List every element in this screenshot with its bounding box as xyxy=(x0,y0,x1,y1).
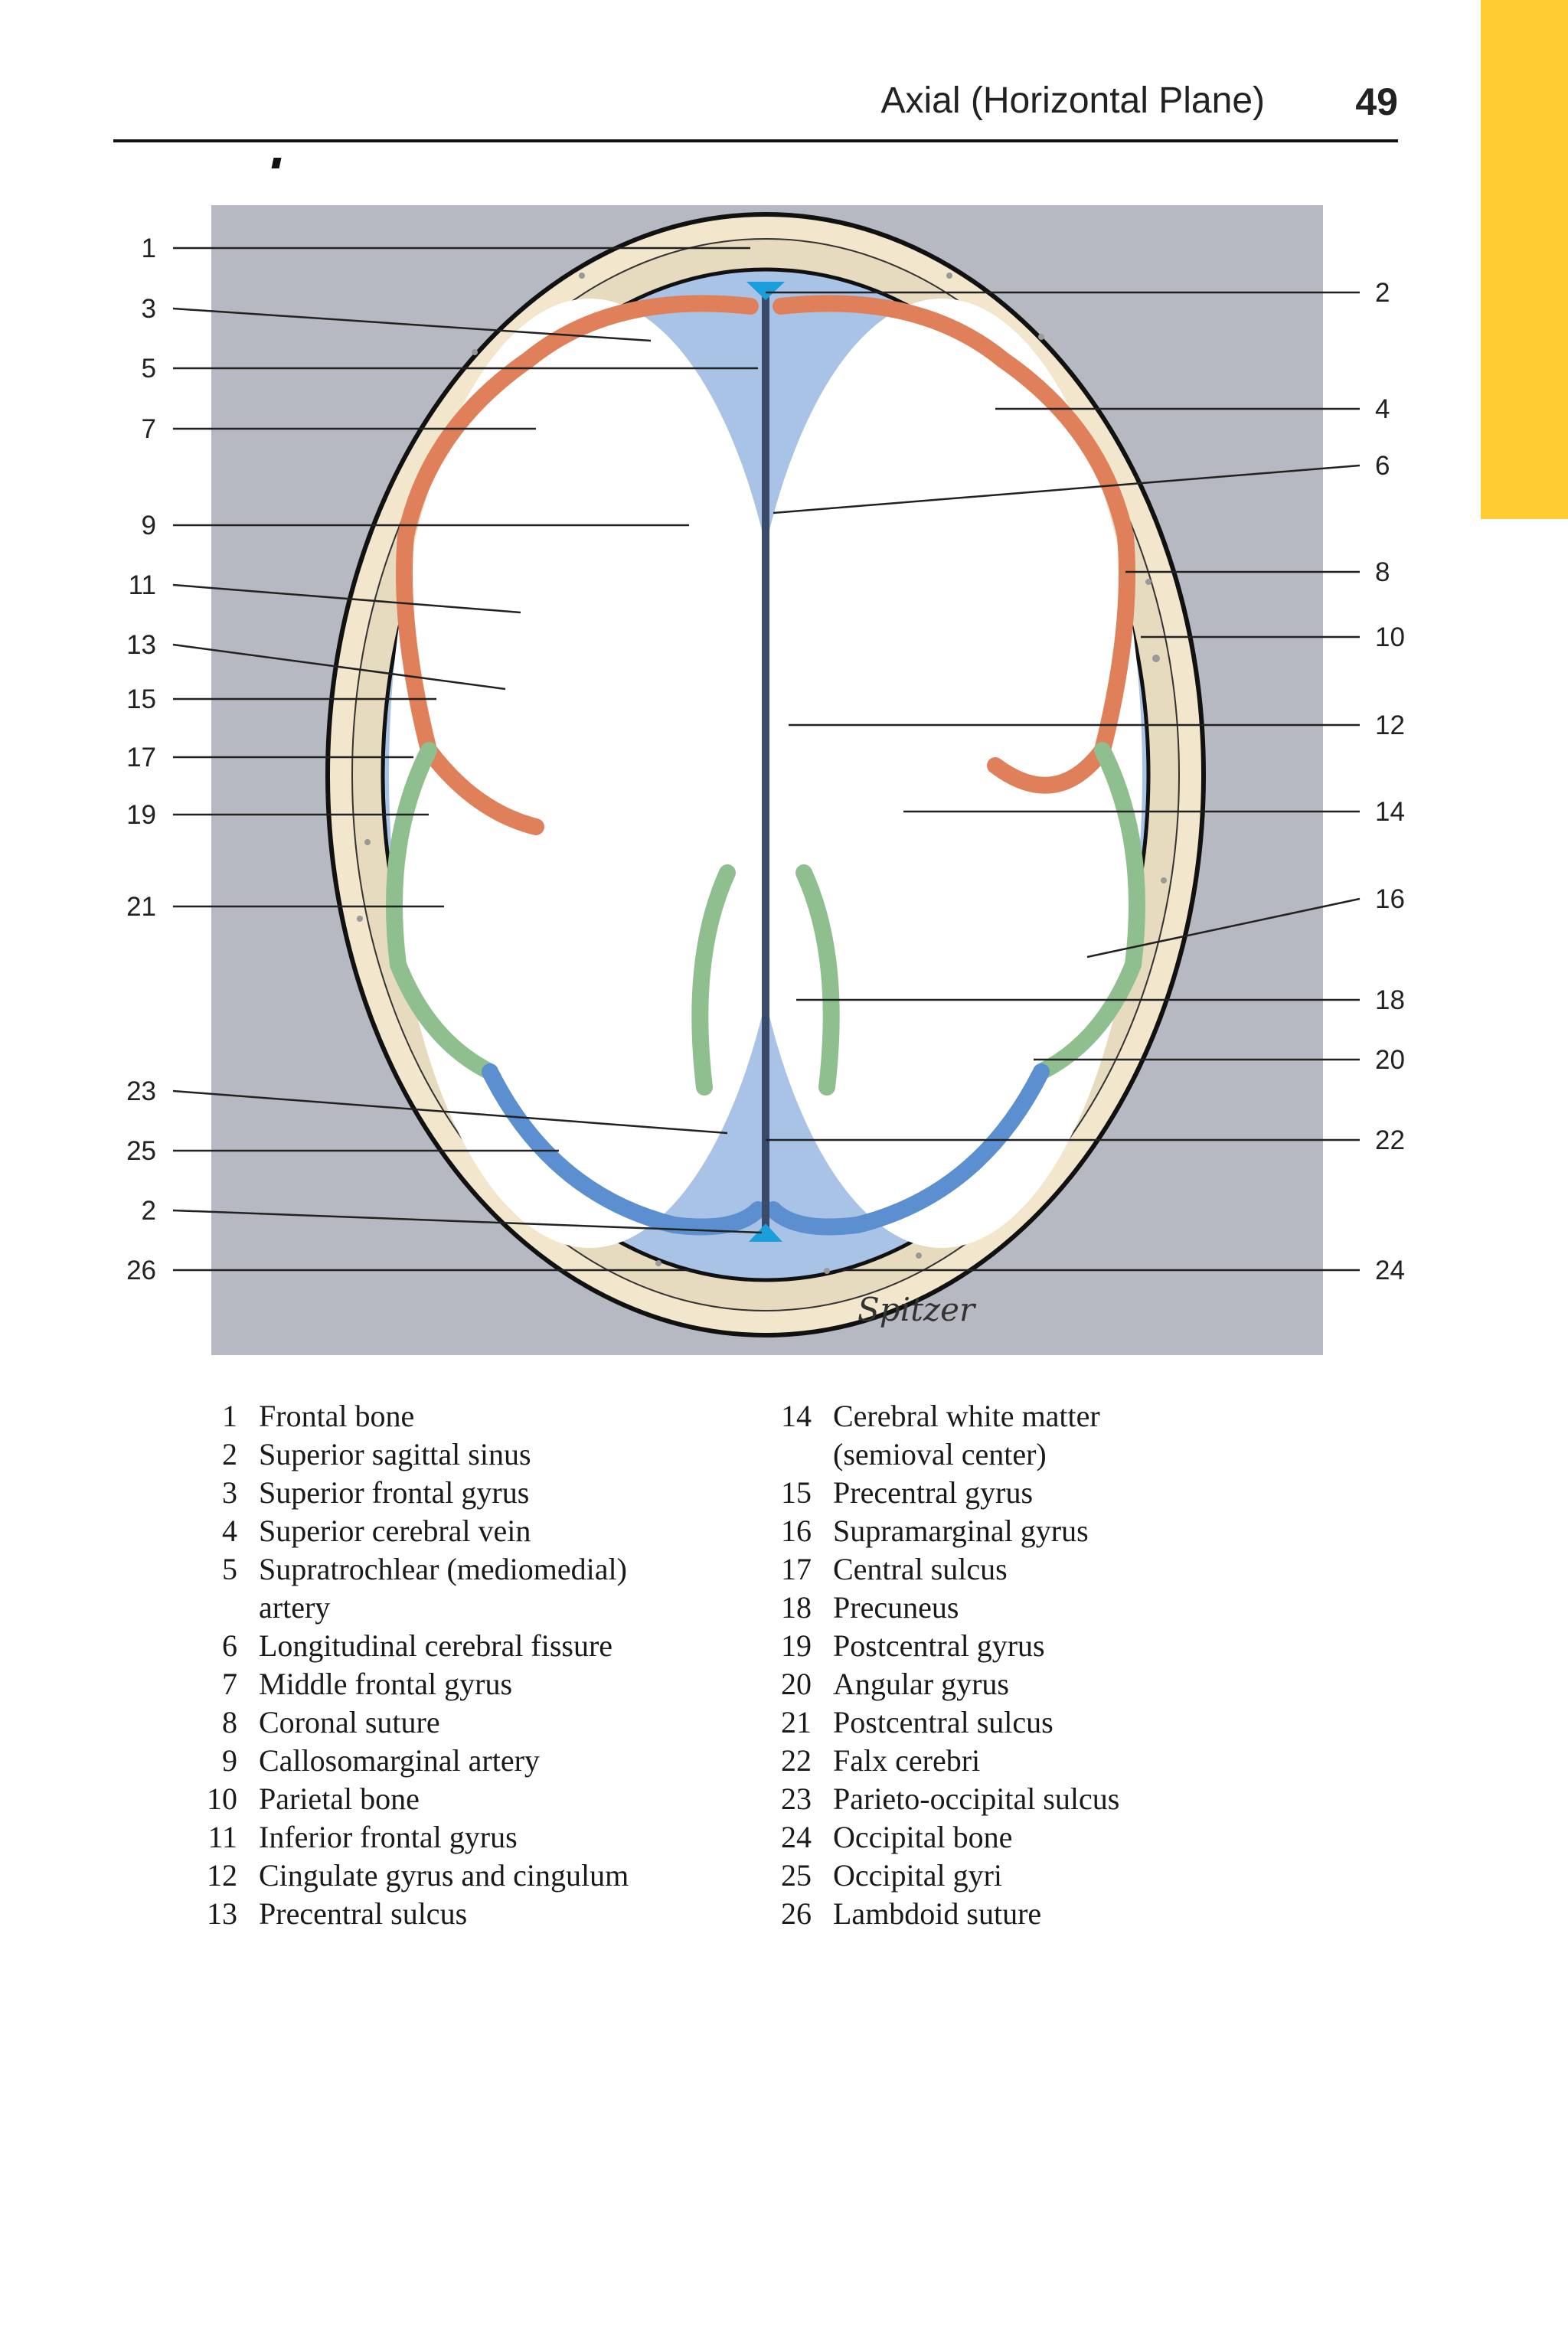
callout-13: 13 xyxy=(126,630,156,660)
callout-20: 20 xyxy=(1375,1045,1405,1075)
callout-18: 18 xyxy=(1375,985,1405,1015)
callout-9: 9 xyxy=(142,511,156,541)
callout-8: 8 xyxy=(1375,557,1390,587)
callout-16: 16 xyxy=(1375,884,1405,914)
callout-22: 22 xyxy=(1375,1125,1405,1155)
callout-23: 23 xyxy=(126,1076,156,1106)
callout-14: 14 xyxy=(1375,797,1405,827)
thumb-index-tab xyxy=(1481,0,1568,519)
legend-item-continuation: artery xyxy=(259,1590,331,1625)
callout-5: 5 xyxy=(142,354,156,384)
superior-sagittal-sinus-anterior xyxy=(746,282,785,300)
callout-26: 26 xyxy=(126,1256,156,1285)
callout-17: 17 xyxy=(126,743,156,772)
callout-19: 19 xyxy=(126,800,156,830)
page-number: 49 xyxy=(1355,80,1398,123)
callout-4: 4 xyxy=(1375,394,1390,424)
callout-6: 6 xyxy=(1375,451,1390,481)
right-hemisphere xyxy=(741,299,1142,1248)
callout-12: 12 xyxy=(1375,710,1405,740)
header-rule xyxy=(113,139,1398,142)
callout-3: 3 xyxy=(142,294,156,324)
diploe-texture xyxy=(357,273,1167,1274)
right-callout-numbers: 2 4 6 8 10 12 14 16 18 20 22 24 xyxy=(1375,278,1405,1285)
callout-1: 1 xyxy=(142,234,156,263)
leader-lines xyxy=(172,247,1361,1272)
artist-signature: Spitzer xyxy=(858,1291,977,1328)
callout-21: 21 xyxy=(126,892,156,922)
running-header-title: Axial (Horizontal Plane) xyxy=(880,80,1265,121)
callout-2-right: 2 xyxy=(1375,278,1390,308)
left-callout-numbers: 1 3 5 7 9 11 13 15 17 19 21 23 25 2 26 xyxy=(126,234,156,1285)
parietal-cortex-left xyxy=(386,742,736,1096)
left-hemisphere xyxy=(389,299,790,1248)
axial-brain-illustration: Spitzer 1 3 5 7 9 11 13 xyxy=(126,205,1405,1355)
frontal-cortex-right xyxy=(773,295,1135,794)
parietal-cortex-right xyxy=(795,742,1145,1096)
callout-7: 7 xyxy=(142,414,156,444)
callout-2-left: 2 xyxy=(142,1196,156,1226)
legend-item-continuation: (semioval center) xyxy=(833,1437,1047,1471)
callout-15: 15 xyxy=(126,684,156,714)
callout-11: 11 xyxy=(129,570,156,600)
callout-24: 24 xyxy=(1375,1256,1405,1285)
superior-sagittal-sinus-posterior xyxy=(749,1223,782,1242)
frontal-cortex-left xyxy=(396,295,759,835)
hemispheres xyxy=(386,282,1145,1248)
occipital-cortex xyxy=(482,1063,1050,1236)
callout-25: 25 xyxy=(126,1136,156,1166)
callout-10: 10 xyxy=(1375,622,1405,652)
